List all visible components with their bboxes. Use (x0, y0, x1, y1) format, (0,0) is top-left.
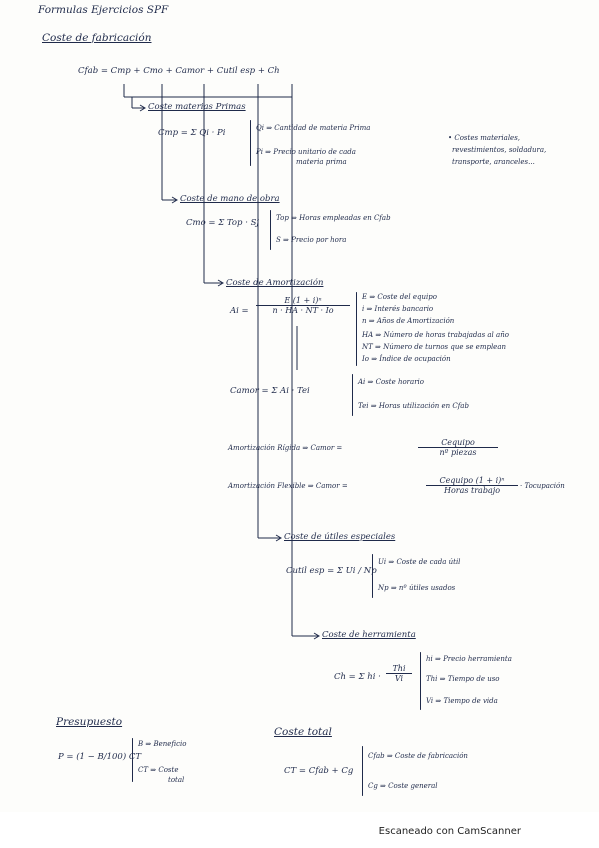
note-line-3: transporte, aranceles... (452, 158, 535, 166)
brace (352, 374, 353, 416)
amortizacion-rigida-fraction: Cequipo nº piezas (418, 438, 498, 457)
definition-top: Top ⇒ Horas empleadas en Cfab (276, 214, 391, 222)
section-title-utiles: Coste de útiles especiales (284, 532, 396, 542)
formula-cmp: Cmp = Σ Qi · Pi (158, 128, 226, 138)
brace (420, 652, 421, 710)
section-title-materias-primas: Coste materias Primas (148, 102, 246, 112)
definition-pi-cont: materia prima (296, 158, 347, 166)
formula-cutil: Cutil esp = Σ Ui / Np (286, 566, 377, 576)
rigida-denominator: nº piezas (439, 448, 477, 457)
ch-numerator: Thi (386, 664, 412, 674)
formula-ai-fraction: E (1 + i)ⁿ n · HA · NT · Io (256, 296, 350, 315)
ai-numerator: E (1 + i)ⁿ (256, 296, 350, 306)
formula-camor: Camor = Σ Ai · Tei (230, 386, 310, 396)
definition-n: n ⇒ Años de Amortización (362, 317, 455, 325)
flexible-tail: · Tocupación (520, 482, 565, 490)
definition-ha: HA ⇒ Número de horas trabajadas al año (362, 331, 509, 339)
amortizacion-flexible-label: Amortización Flexible ⇒ Camor = (228, 482, 348, 490)
formula-presupuesto: P = (1 − B/100) CT (58, 752, 142, 762)
definition-ct-cont: total (168, 776, 185, 784)
ch-denominator: Vi (394, 674, 404, 683)
section-title-amortizacion: Coste de Amortización (226, 278, 324, 288)
definition-s: S ⇒ Precio por hora (276, 236, 347, 244)
definition-hi: hi ⇒ Precio herramienta (426, 655, 512, 663)
formula-ch-lhs: Ch = Σ hi · (334, 672, 381, 682)
definition-ai: Ai ⇒ Coste horario (358, 378, 424, 386)
brace (372, 554, 373, 598)
scanner-watermark: Escaneado con CamScanner (378, 826, 521, 837)
definition-e: E ⇒ Coste del equipo (362, 293, 437, 301)
section-title-herramienta: Coste de herramienta (322, 630, 416, 640)
section-title-fabricacion: Coste de fabricación (42, 32, 152, 44)
definition-ct: CT ⇒ Coste (138, 766, 179, 774)
definition-tei: Tei ⇒ Horas utilización en Cfab (358, 402, 469, 410)
definition-thi: Thi ⇒ Tiempo de uso (426, 675, 500, 683)
brace (250, 120, 251, 166)
definition-np: Np ⇒ nº útiles usados (378, 584, 456, 592)
definition-vi: Vi ⇒ Tiempo de vida (426, 697, 498, 705)
definition-pi: Pi ⇒ Precio unitario de cada (256, 148, 356, 156)
rigida-numerator: Cequipo (418, 438, 498, 448)
section-title-mano-obra: Coste de mano de obra (180, 194, 280, 204)
ai-denominator: n · HA · NT · Io (272, 306, 334, 315)
formula-ch-fraction: Thi Vi (386, 664, 412, 683)
section-title-coste-total: Coste total (274, 726, 332, 738)
amortizacion-flexible-fraction: Cequipo (1 + i)ⁿ Horas trabajo (426, 476, 518, 495)
note-line-1: • Costes materiales, (448, 134, 521, 142)
formula-ai-lhs: Ai = (230, 306, 249, 316)
brace (362, 746, 363, 796)
definition-cg: Cg ⇒ Coste general (368, 782, 438, 790)
definition-ui: Ui ⇒ Coste de cada útil (378, 558, 461, 566)
definition-nt: NT ⇒ Número de turnos que se emplean (362, 343, 507, 351)
brace (356, 292, 357, 366)
flexible-numerator: Cequipo (1 + i)ⁿ (426, 476, 518, 486)
main-formula: Cfab = Cmp + Cmo + Camor + Cutil esp + C… (78, 66, 280, 76)
formula-coste-total: CT = Cfab + Cg (284, 766, 354, 776)
brace (132, 738, 133, 782)
scanner-footer: Escaneado con CamScanner (0, 812, 599, 848)
definition-io: Io ⇒ Índice de ocupación (362, 355, 451, 363)
definition-b: B ⇒ Beneficio (138, 740, 187, 748)
page-header: Formulas Ejercicios SPF (38, 4, 169, 16)
section-title-presupuesto: Presupuesto (56, 716, 123, 728)
definition-cfab: Cfab ⇒ Coste de fabricación (368, 752, 468, 760)
formula-cmo: Cmo = Σ Top · Sj (186, 218, 260, 228)
brace (270, 210, 271, 250)
tree-connectors (123, 84, 320, 640)
definition-qi: Qi ⇒ Cantidad de materia Prima (256, 124, 371, 132)
amortizacion-rigida-label: Amortización Rígida ⇒ Camor = (228, 444, 343, 452)
definition-i: i ⇒ Interés bancario (362, 305, 434, 313)
note-line-2: revestimientos, soldadura, (452, 146, 547, 154)
flexible-denominator: Horas trabajo (443, 486, 501, 495)
